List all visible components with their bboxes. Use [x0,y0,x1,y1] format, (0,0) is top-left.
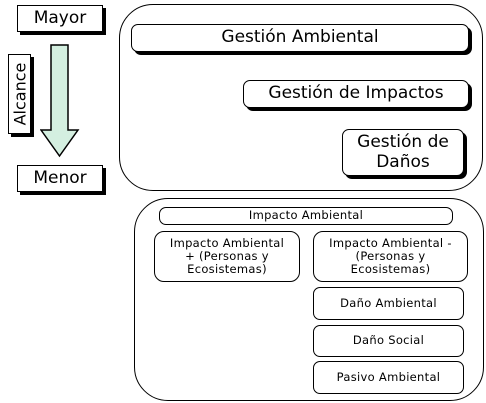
scale-bottom-label: Menor [17,165,103,192]
scope-axis-label: Alcance [8,54,31,134]
impacto-positivo-box: Impacto Ambiental + (Personas y Ecosiste… [154,231,300,282]
impacto-positivo-line3: Ecosistemas) [187,262,267,277]
impacto-positivo-line2: + (Personas y [185,248,269,263]
pasivo-ambiental-text: Pasivo Ambiental [336,369,441,384]
gestion-danos-line1: Gestión de [357,131,449,152]
gestion-impactos-box: Gestión de Impactos [243,80,469,108]
scale-top-label: Mayor [17,5,103,32]
gestion-danos-line2: Daños [376,151,430,172]
dano-ambiental-text: Daño Ambiental [340,295,437,310]
gestion-impactos-text: Gestión de Impactos [268,83,444,104]
scale-bottom-text: Menor [33,167,87,188]
dano-ambiental-box: Daño Ambiental [313,287,464,320]
gestion-ambiental-text: Gestión Ambiental [221,27,379,48]
pasivo-ambiental-box: Pasivo Ambiental [313,361,464,394]
scope-axis-text: Alcance [10,62,29,126]
dano-social-box: Daño Social [313,325,464,357]
gestion-ambiental-box: Gestión Ambiental [131,24,469,52]
impacto-negativo-line3: Ecosistemas) [350,262,431,277]
impacto-negativo-line1: Impacto Ambiental - [329,235,452,250]
down-arrow-icon [40,44,80,158]
impacto-negativo-box: Impacto Ambiental - (Personas y Ecosiste… [313,231,468,282]
impacto-negativo-line2: (Personas y [355,248,426,263]
scale-top-text: Mayor [33,7,87,28]
impacto-ambiental-header-text: Impacto Ambiental [248,208,364,223]
impacto-positivo-line1: Impacto Ambiental [169,235,285,250]
gestion-danos-box: Gestión de Daños [342,129,464,176]
dano-social-text: Daño Social [352,333,425,348]
impacto-ambiental-header: Impacto Ambiental [159,207,453,225]
